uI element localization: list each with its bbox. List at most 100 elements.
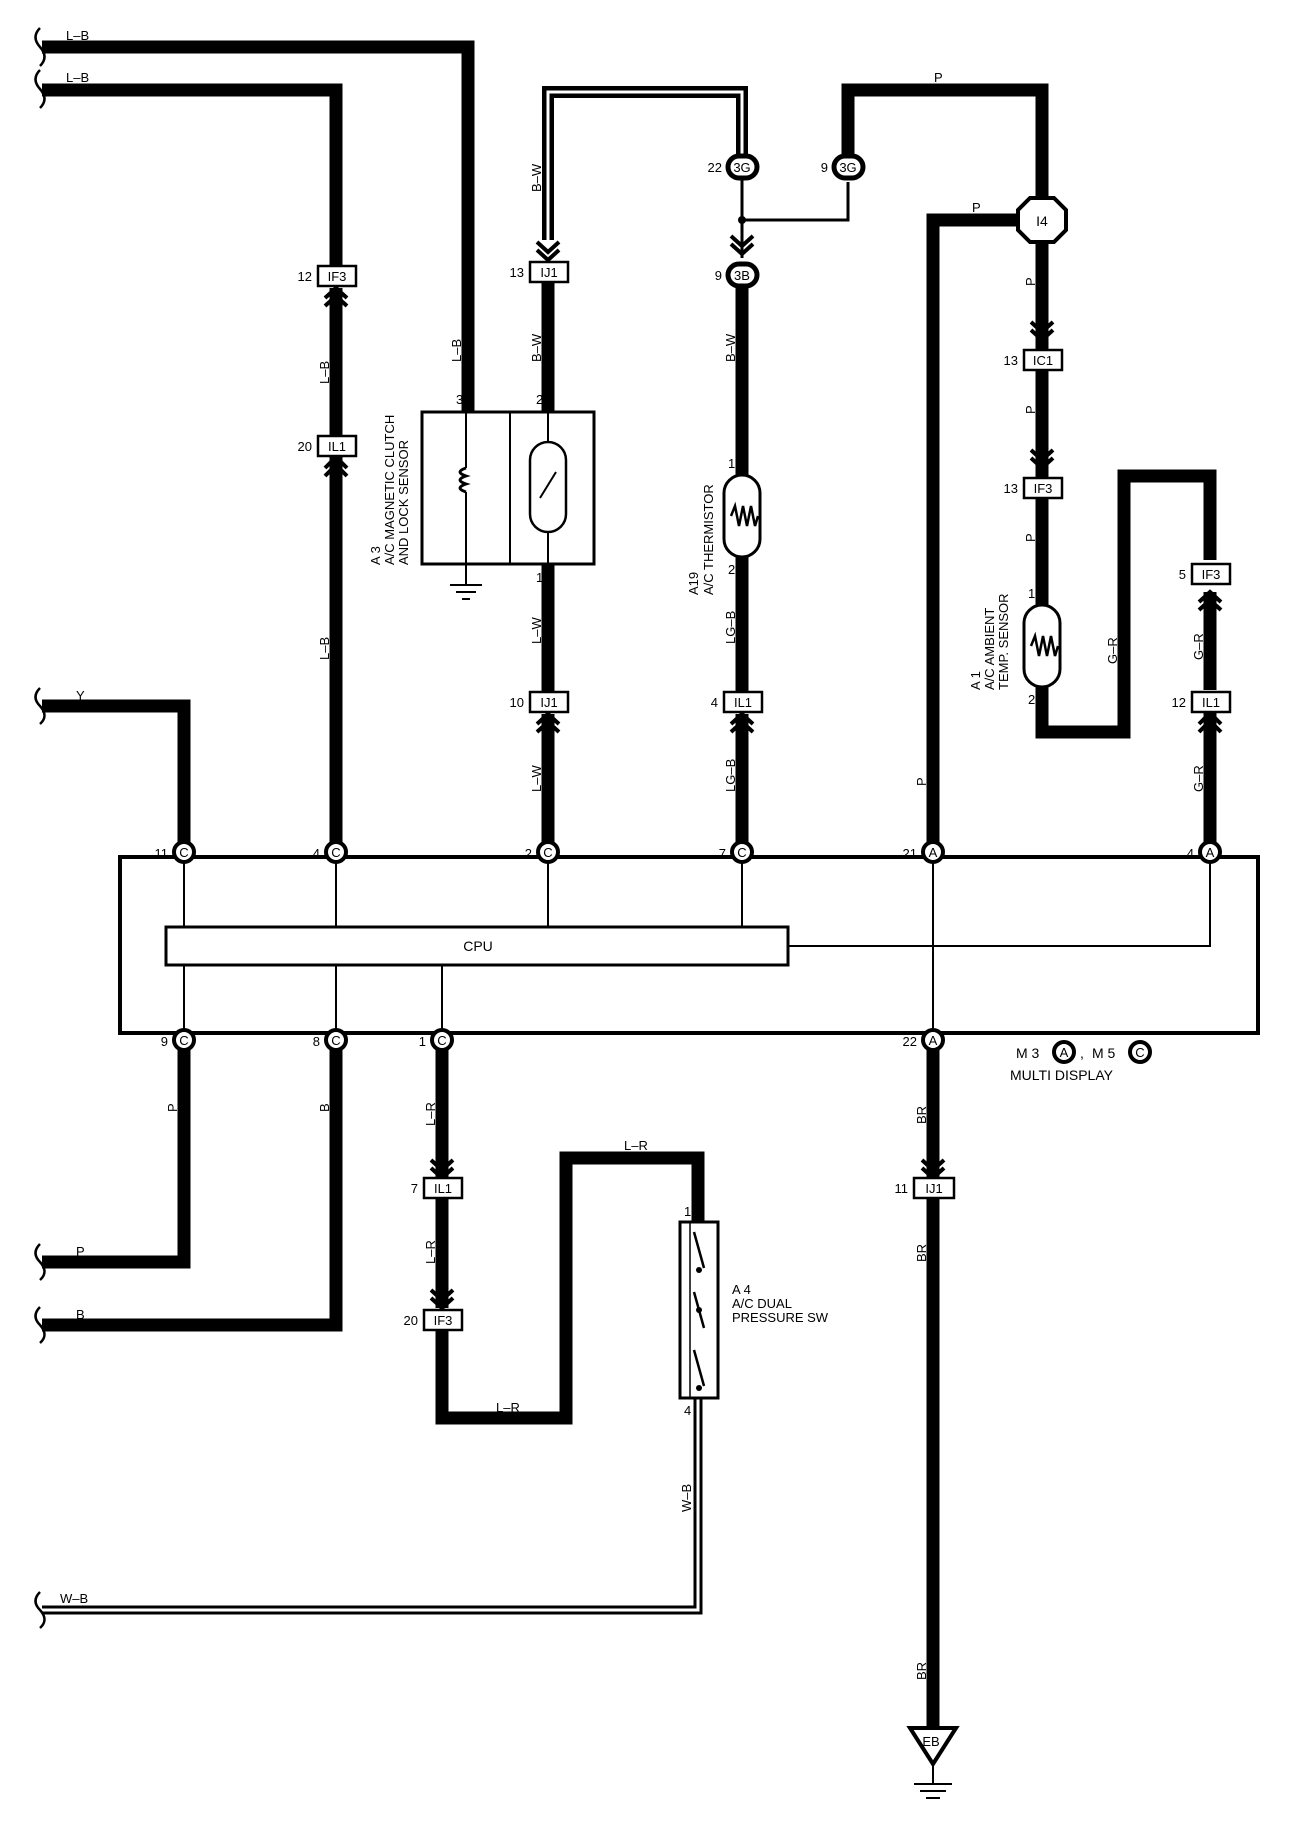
svg-text:L–B: L–B bbox=[317, 361, 332, 384]
svg-text:LG–B: LG–B bbox=[723, 759, 738, 792]
terminal-a-4: A4 bbox=[1187, 840, 1222, 864]
svg-text:4: 4 bbox=[1187, 846, 1194, 861]
terminal-c-2: C2 bbox=[525, 840, 560, 864]
svg-text:B–W: B–W bbox=[529, 163, 544, 192]
multi-display-legend: M 3 A , M 5 C MULTI DISPLAY bbox=[1010, 1040, 1152, 1083]
connector-if3-a: IF3 12 bbox=[298, 264, 358, 288]
junction-dot bbox=[738, 216, 746, 224]
connector-3b: 3B 9 bbox=[715, 261, 760, 289]
svg-text:G–R: G–R bbox=[1191, 633, 1206, 660]
svg-text:22: 22 bbox=[903, 1034, 917, 1049]
svg-text:C: C bbox=[737, 845, 746, 860]
svg-text:IL1: IL1 bbox=[328, 439, 346, 454]
connector-ij1-b: IJ1 10 bbox=[510, 690, 570, 714]
svg-text:A19: A19 bbox=[686, 572, 701, 595]
terminal-c-1: C1 bbox=[419, 1028, 454, 1052]
svg-text:11: 11 bbox=[895, 1181, 909, 1196]
svg-text:P: P bbox=[76, 1244, 85, 1259]
svg-text:12: 12 bbox=[298, 269, 312, 284]
wire-p-top bbox=[841, 83, 1049, 198]
connector-if3-b: IF3 13 bbox=[1004, 476, 1064, 500]
svg-text:A/C THERMISTOR: A/C THERMISTOR bbox=[701, 484, 716, 595]
wire-labels: L–B L–B P P Y P B L–R L–R W–B L–B L–B L–… bbox=[60, 28, 1206, 1680]
svg-text:G–R: G–R bbox=[1191, 765, 1206, 792]
svg-text:A: A bbox=[929, 845, 938, 860]
svg-text:12: 12 bbox=[1172, 695, 1186, 710]
svg-text:BR: BR bbox=[914, 1662, 929, 1680]
svg-text:P: P bbox=[165, 1103, 180, 1112]
svg-text:A: A bbox=[929, 1033, 938, 1048]
svg-text:A 4: A 4 bbox=[732, 1282, 751, 1297]
svg-text:4: 4 bbox=[313, 846, 320, 861]
svg-text:PRESSURE SW: PRESSURE SW bbox=[732, 1310, 829, 1325]
wire-lr-3 bbox=[435, 1151, 705, 1425]
svg-text:20: 20 bbox=[298, 439, 312, 454]
svg-text:BR: BR bbox=[914, 1244, 929, 1262]
svg-text:A: A bbox=[1206, 845, 1215, 860]
svg-text:B: B bbox=[317, 1103, 332, 1112]
connector-3g-b: 3G 9 bbox=[821, 153, 866, 181]
svg-text:C: C bbox=[179, 845, 188, 860]
multi-display-unit: CPU bbox=[118, 855, 1260, 1035]
svg-text:P: P bbox=[972, 200, 981, 215]
svg-text:A/C DUAL: A/C DUAL bbox=[732, 1296, 792, 1311]
connector-il1-c: IL1 12 bbox=[1172, 690, 1232, 714]
svg-text:A 1: A 1 bbox=[968, 671, 983, 690]
svg-text:1: 1 bbox=[536, 570, 543, 585]
connector-ij1-c: IJ1 11 bbox=[895, 1176, 956, 1200]
terminal-a-22: A 22 bbox=[903, 1028, 945, 1052]
svg-text:P: P bbox=[914, 777, 929, 786]
svg-text:L–R: L–R bbox=[496, 1400, 520, 1415]
terminal-c-4: C4 bbox=[313, 840, 348, 864]
svg-text:A/C AMBIENT: A/C AMBIENT bbox=[982, 608, 997, 690]
svg-text:4: 4 bbox=[684, 1403, 691, 1418]
svg-text:4: 4 bbox=[711, 695, 718, 710]
svg-text:LG–B: LG–B bbox=[723, 611, 738, 644]
svg-text:7: 7 bbox=[719, 846, 726, 861]
connector-il1-d: IL1 7 bbox=[411, 1176, 464, 1200]
svg-text:L–R: L–R bbox=[423, 1240, 438, 1264]
connector-if3-d: IF3 20 bbox=[404, 1308, 464, 1332]
svg-text:L–B: L–B bbox=[66, 70, 89, 85]
connector-boxes: IF3 12 IL1 20 IJ1 13 IJ1 10 IL1 4 IC1 13 bbox=[298, 153, 1232, 1332]
svg-text:10: 10 bbox=[510, 695, 524, 710]
svg-text:IJ1: IJ1 bbox=[540, 265, 557, 280]
svg-text:M 3: M 3 bbox=[1016, 1045, 1040, 1061]
component-a3-clutch-lock-sensor: 3 2 1 A 3 A/C MAGNETIC CLUTCH AND LOCK S… bbox=[368, 392, 596, 600]
cpu-terminals: C11 C4 C2 C7 A21 A4 C9 C8 C1 A22 bbox=[155, 840, 1222, 1052]
connector-il1-b: IL1 4 bbox=[711, 690, 764, 714]
svg-text:G–R: G–R bbox=[1105, 637, 1120, 664]
component-a1-ambient-temp-sensor: 1 2 A 1 A/C AMBIENT TEMP. SENSOR bbox=[968, 586, 1062, 707]
svg-text:IL1: IL1 bbox=[734, 695, 752, 710]
break-marks bbox=[34, 27, 46, 1629]
svg-text:TEMP. SENSOR: TEMP. SENSOR bbox=[996, 593, 1011, 690]
svg-text:B: B bbox=[76, 1307, 85, 1322]
terminal-c-9: C9 bbox=[161, 1028, 196, 1052]
svg-text:9: 9 bbox=[821, 160, 828, 175]
svg-text:L–B: L–B bbox=[449, 339, 464, 362]
svg-text:IF3: IF3 bbox=[328, 269, 347, 284]
svg-text:1: 1 bbox=[728, 456, 735, 471]
svg-text:IF3: IF3 bbox=[1202, 567, 1221, 582]
svg-text:7: 7 bbox=[411, 1181, 418, 1196]
svg-text:3G: 3G bbox=[733, 160, 750, 175]
svg-text:M 5: M 5 bbox=[1092, 1045, 1116, 1061]
svg-text:C: C bbox=[543, 845, 552, 860]
svg-text:3B: 3B bbox=[734, 268, 750, 283]
connector-i4: I4 bbox=[1016, 196, 1068, 244]
svg-text:,: , bbox=[1080, 1045, 1084, 1061]
svg-text:C: C bbox=[331, 1033, 340, 1048]
wire-lb-second bbox=[42, 83, 343, 268]
svg-text:13: 13 bbox=[1004, 481, 1018, 496]
wire-wb-double bbox=[42, 1398, 703, 1615]
svg-text:3G: 3G bbox=[839, 160, 856, 175]
svg-text:9: 9 bbox=[161, 1034, 168, 1049]
connector-if3-c: IF3 5 bbox=[1179, 562, 1232, 586]
terminal-a-21: A21 bbox=[903, 840, 945, 864]
wire-3g-junction bbox=[740, 178, 850, 258]
svg-text:20: 20 bbox=[404, 1313, 418, 1328]
terminal-c-7: C7 bbox=[719, 840, 754, 864]
svg-text:1: 1 bbox=[419, 1034, 426, 1049]
svg-text:2: 2 bbox=[1028, 692, 1035, 707]
